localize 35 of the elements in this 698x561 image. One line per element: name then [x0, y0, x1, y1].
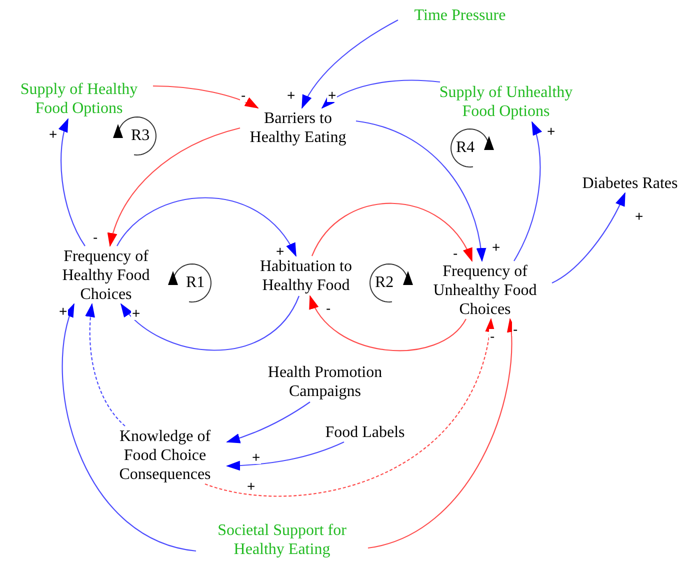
arrow: [153, 85, 259, 108]
loop-label: R3: [131, 127, 150, 145]
arrow: [120, 296, 300, 351]
variable-label: Frequency of Unhealthy Food Choices: [418, 261, 552, 319]
arrow: [59, 118, 86, 246]
arrow: [204, 318, 494, 497]
variable-label: Societal Support for Healthy Eating: [196, 521, 368, 559]
variable-label: Supply of Healthy Food Options: [5, 79, 153, 119]
polarity-sign: -: [512, 322, 519, 336]
variable-label: Health Promotion Campaigns: [248, 362, 402, 402]
arrow: [310, 295, 466, 352]
arrow: [514, 121, 542, 262]
variable-label: Barriers to Healthy Eating: [240, 108, 356, 148]
variable-label: Diabetes Rates: [572, 173, 688, 193]
variable-label: Knowledge of Food Choice Consequences: [103, 426, 227, 484]
loop-label: R1: [186, 274, 205, 292]
polarity-sign: -: [489, 329, 496, 343]
variable-label: Frequency of Healthy Food Choices: [45, 246, 167, 304]
loop-label: R4: [456, 139, 475, 157]
arrow: [552, 192, 626, 284]
arrow: [85, 303, 126, 426]
arrow: [321, 80, 440, 109]
arrow: [226, 402, 310, 443]
arrow: [312, 202, 472, 262]
variable-label: Time Pressure: [398, 5, 522, 25]
loop-label: R2: [375, 274, 394, 292]
variable-label: Supply of Unhealthy Food Options: [430, 82, 582, 122]
arrow: [302, 20, 398, 109]
arrow: [226, 442, 344, 471]
variable-label: Habituation to Healthy Food: [245, 256, 367, 296]
arrow: [356, 120, 486, 262]
arrow: [116, 197, 296, 257]
variable-label: Food Labels: [313, 422, 417, 442]
arrow: [62, 303, 196, 552]
arrow: [108, 127, 240, 247]
